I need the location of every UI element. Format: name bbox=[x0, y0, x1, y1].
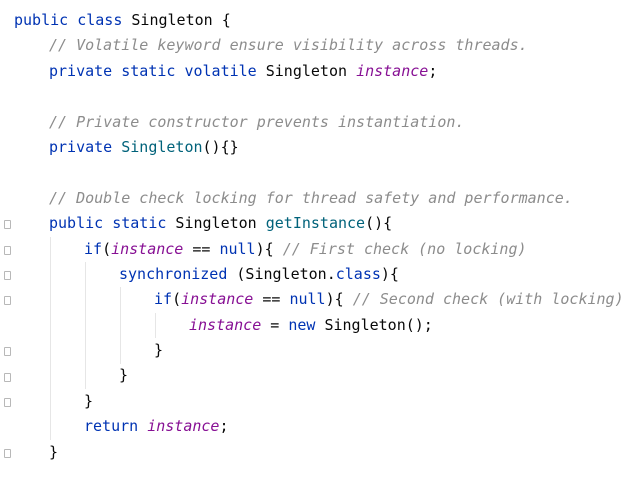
code-token-keyword: public bbox=[49, 214, 104, 233]
code-line[interactable]: } bbox=[0, 389, 640, 414]
code-line[interactable]: private static volatile Singleton instan… bbox=[0, 59, 640, 84]
fold-marker-icon[interactable] bbox=[4, 398, 11, 407]
code-token-plain: ; bbox=[428, 61, 438, 80]
code-line[interactable]: public static Singleton getInstance(){ bbox=[0, 211, 640, 236]
code-token-plain: } bbox=[84, 391, 94, 410]
code-line[interactable]: } bbox=[0, 440, 640, 465]
code-token-method: getInstance bbox=[265, 214, 366, 233]
code-token-plain bbox=[112, 138, 121, 156]
code-line[interactable]: // Double check locking for thread safet… bbox=[0, 186, 640, 211]
code-token-plain bbox=[112, 62, 121, 80]
code-token-keyword: private bbox=[49, 137, 113, 156]
fold-marker-icon[interactable] bbox=[4, 296, 11, 306]
code-token-plain: (Singleton. bbox=[227, 264, 336, 283]
code-token-plain: } bbox=[154, 341, 164, 360]
code-line[interactable]: public class Singleton { bbox=[0, 8, 640, 33]
code-token-keyword: return bbox=[84, 417, 139, 436]
indent-guide bbox=[85, 262, 86, 389]
code-token-comment: // First check (no locking) bbox=[282, 239, 527, 258]
code-line[interactable]: synchronized (Singleton.class){ bbox=[0, 262, 640, 287]
code-line[interactable]: if(instance == null){ // Second check (w… bbox=[0, 287, 640, 312]
code-line[interactable] bbox=[0, 160, 640, 185]
code-token-plain: ){ bbox=[255, 239, 283, 258]
code-token-keyword: volatile bbox=[184, 61, 257, 80]
code-token-comment: // Double check locking for thread safet… bbox=[49, 188, 573, 207]
code-token-plain: ( bbox=[102, 239, 112, 258]
code-token-field: instance bbox=[189, 315, 262, 334]
fold-gutter bbox=[0, 0, 12, 480]
code-token-plain: ){ bbox=[325, 290, 353, 309]
code-token-plain: Singleton(); bbox=[315, 315, 433, 334]
fold-marker-icon[interactable] bbox=[4, 347, 11, 357]
code-token-keyword: if bbox=[154, 290, 173, 309]
code-line[interactable]: private Singleton(){} bbox=[0, 135, 640, 160]
code-line[interactable]: return instance; bbox=[0, 414, 640, 439]
code-token-plain: Singleton bbox=[256, 61, 357, 80]
code-token-plain bbox=[68, 11, 77, 29]
fold-marker-icon[interactable] bbox=[4, 245, 11, 255]
indent-guide bbox=[120, 287, 121, 364]
fold-marker-icon[interactable] bbox=[4, 372, 11, 382]
code-token-plain: = bbox=[261, 315, 289, 334]
code-token-null: null bbox=[289, 290, 326, 309]
code-token-field: instance bbox=[147, 417, 220, 436]
code-token-keyword: new bbox=[288, 315, 316, 334]
code-token-plain: ( bbox=[172, 290, 182, 309]
code-token-keyword: public bbox=[14, 11, 69, 29]
code-token-plain bbox=[103, 214, 112, 232]
fold-marker-icon[interactable] bbox=[4, 220, 11, 230]
code-token-plain bbox=[138, 417, 147, 435]
code-token-keyword: static bbox=[121, 61, 176, 80]
code-line[interactable]: // Volatile keyword ensure visibility ac… bbox=[0, 33, 640, 58]
indent-guide bbox=[50, 236, 51, 440]
code-token-keyword: static bbox=[112, 214, 167, 233]
code-token-plain: (){ bbox=[365, 214, 393, 233]
code-area[interactable]: public class Singleton { // Volatile keyw… bbox=[0, 8, 640, 465]
code-token-class: class bbox=[335, 264, 381, 283]
code-token-plain: (){} bbox=[202, 137, 239, 156]
code-token-plain: } bbox=[119, 366, 129, 385]
code-token-keyword: private bbox=[49, 61, 113, 80]
code-token-null: null bbox=[219, 239, 256, 258]
code-token-keyword: synchronized bbox=[119, 264, 228, 283]
code-line[interactable] bbox=[0, 84, 640, 109]
fold-marker-icon[interactable] bbox=[4, 271, 11, 280]
fold-marker-icon[interactable] bbox=[4, 448, 11, 458]
code-line[interactable]: } bbox=[0, 363, 640, 388]
code-token-plain: Singleton bbox=[166, 214, 266, 233]
code-token-comment: // Private constructor prevents instanti… bbox=[49, 112, 465, 131]
code-token-field: instance bbox=[356, 61, 429, 80]
code-token-keyword: class bbox=[77, 11, 123, 29]
code-token-comment: // Volatile keyword ensure visibility ac… bbox=[49, 36, 528, 55]
code-token-keyword: if bbox=[84, 239, 103, 258]
code-token-field: instance bbox=[111, 239, 184, 258]
code-token-plain: } bbox=[49, 442, 59, 461]
code-token-plain: ; bbox=[219, 417, 229, 436]
code-token-plain: Singleton { bbox=[122, 11, 231, 29]
code-line[interactable]: // Private constructor prevents instanti… bbox=[0, 110, 640, 135]
code-token-plain: == bbox=[183, 239, 220, 258]
code-line[interactable]: instance = new Singleton(); bbox=[0, 313, 640, 338]
code-token-field: instance bbox=[181, 290, 254, 309]
code-token-method: Singleton bbox=[121, 137, 203, 156]
code-token-comment: // Second check (with locking) bbox=[352, 290, 624, 309]
code-line[interactable]: if(instance == null){ // First check (no… bbox=[0, 237, 640, 262]
indent-guide bbox=[155, 312, 156, 339]
code-token-plain: == bbox=[253, 290, 290, 309]
code-line[interactable]: } bbox=[0, 338, 640, 363]
code-token-plain: ){ bbox=[380, 264, 399, 283]
